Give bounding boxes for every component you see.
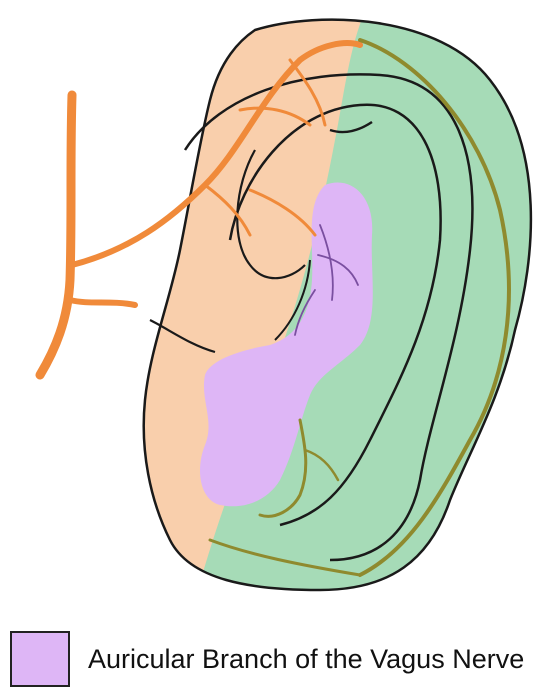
legend: Auricular Branch of the Vagus Nerve: [10, 630, 524, 688]
nerve-trunk: [40, 95, 72, 375]
nerve-branch-lower: [70, 300, 135, 305]
ear-diagram: [0, 0, 546, 625]
legend-label-vagus: Auricular Branch of the Vagus Nerve: [88, 644, 524, 675]
legend-swatch-vagus: [10, 631, 70, 687]
